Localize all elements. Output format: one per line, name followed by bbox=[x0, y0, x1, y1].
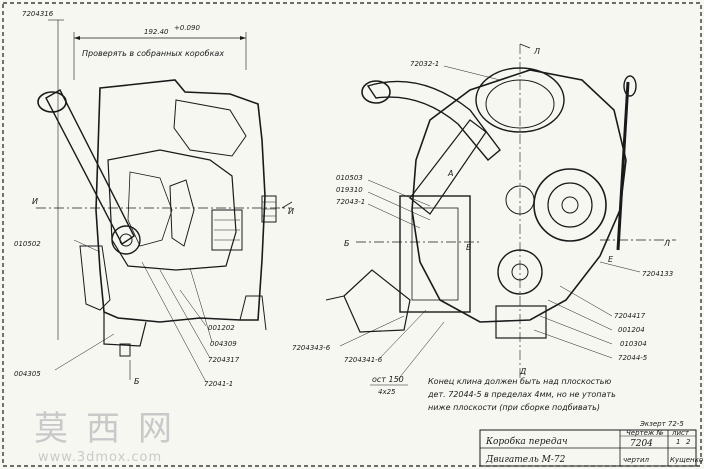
bottom-mount bbox=[495, 305, 547, 339]
callout-72032-1: 72032-1 bbox=[410, 60, 439, 68]
callout-010503: 010503 bbox=[336, 174, 363, 182]
callout-7204317: 7204317 bbox=[208, 356, 240, 364]
callout-019310: 019310 bbox=[336, 186, 363, 194]
spring-cover bbox=[505, 185, 535, 215]
kick-arm bbox=[366, 80, 501, 161]
watermark-url: www.3dmox.com bbox=[38, 450, 162, 465]
engine-name: Двигатель М-72 bbox=[485, 455, 566, 465]
callout-7204417: 7204417 bbox=[614, 312, 646, 320]
filler-neck bbox=[475, 67, 565, 133]
note-line-1: Конец клина должен быть над плоскостью bbox=[428, 377, 611, 386]
note-check-assembled: Проверять в собранных коробках bbox=[82, 49, 224, 58]
output-gear-cover bbox=[533, 168, 607, 242]
side-flange bbox=[399, 195, 471, 313]
header-drawing-no: Чертеж № bbox=[626, 429, 664, 437]
shift-fork bbox=[169, 179, 195, 247]
callout-72043-1: 72043-1 bbox=[336, 198, 365, 206]
section-mark-e: Е bbox=[608, 255, 614, 264]
drawing-number: 7204 bbox=[630, 439, 653, 449]
gearbox-housing-front bbox=[411, 69, 627, 323]
standard-ost-size: 4х25 bbox=[378, 388, 396, 396]
dimension-value: 192.40 bbox=[144, 28, 169, 36]
callout-72041-1: 72041-1 bbox=[204, 380, 233, 388]
drain-plug bbox=[119, 343, 131, 357]
callout-7204343-6: 7204343-6 bbox=[292, 344, 331, 352]
callout-010502: 010502 bbox=[14, 240, 41, 248]
section-mark-i-right: И bbox=[288, 207, 294, 216]
callout-7204316: 7204316 bbox=[22, 10, 54, 18]
part-name: Коробка передач bbox=[485, 436, 568, 447]
dimension-tolerance: +0.090 bbox=[174, 24, 200, 32]
kick-arm-eye bbox=[361, 80, 391, 104]
assembly-notes: Конец клина должен быть над плоскостью д… bbox=[427, 377, 616, 412]
section-mark-l-bottom: Л bbox=[663, 239, 670, 248]
shift-mechanism bbox=[211, 209, 243, 251]
kickstart-pedal bbox=[343, 269, 411, 333]
callout-010304: 010304 bbox=[620, 340, 647, 348]
lower-gear bbox=[497, 249, 543, 295]
section-mark-b-left: Б bbox=[344, 239, 350, 248]
gearbox-housing-side bbox=[95, 79, 266, 323]
watermark: 莫西网 www.3dmox.com bbox=[34, 409, 190, 465]
callout-004309: 004309 bbox=[210, 340, 237, 348]
note-line-2: дет. 72044-5 в пределах 4мм, но не утопа… bbox=[427, 390, 616, 399]
kick-lever bbox=[45, 89, 135, 246]
callout-72044-5: 72044-5 bbox=[618, 354, 648, 362]
section-mark-l: Л bbox=[533, 47, 540, 56]
sheet-number: 1 bbox=[676, 438, 680, 446]
title-block: Экзерт 72-5 Чертеж № лист Коробка переда… bbox=[479, 420, 703, 467]
lever-pedal bbox=[37, 91, 67, 113]
view-arrow-b: Б bbox=[134, 377, 140, 386]
section-mark-a: А bbox=[447, 169, 453, 178]
right-view: 72032-1 Л 010503 019310 72043-1 Б Б А Е … bbox=[292, 43, 676, 396]
callout-004305: 004305 bbox=[14, 370, 41, 378]
sheets-total: 2 bbox=[686, 438, 691, 446]
format-note: Экзерт 72-5 bbox=[639, 420, 684, 428]
signature: Кущенко bbox=[670, 456, 703, 464]
gear-lever bbox=[616, 81, 630, 251]
section-mark-i-left: И bbox=[32, 197, 38, 206]
left-view: 7204316 192.40 +0.090 Проверять в собран… bbox=[14, 10, 294, 388]
callout-001202: 001202 bbox=[208, 324, 235, 332]
lever-hub bbox=[111, 225, 141, 255]
section-mark-d: Д bbox=[519, 367, 526, 376]
note-line-3: ниже плоскости (при сборке подбивать) bbox=[428, 403, 600, 412]
section-mark-b-right: Б bbox=[466, 243, 472, 252]
watermark-text: 莫西网 bbox=[34, 409, 190, 449]
callout-001204: 001204 bbox=[618, 326, 645, 334]
header-sheet: лист bbox=[671, 429, 690, 437]
drawn-by-label: чертил bbox=[623, 456, 650, 464]
standard-ost: ост 150 bbox=[372, 375, 404, 384]
lever-knob bbox=[623, 75, 637, 97]
callout-7204133: 7204133 bbox=[642, 270, 673, 278]
callout-7204341-6: 7204341-6 bbox=[344, 356, 383, 364]
